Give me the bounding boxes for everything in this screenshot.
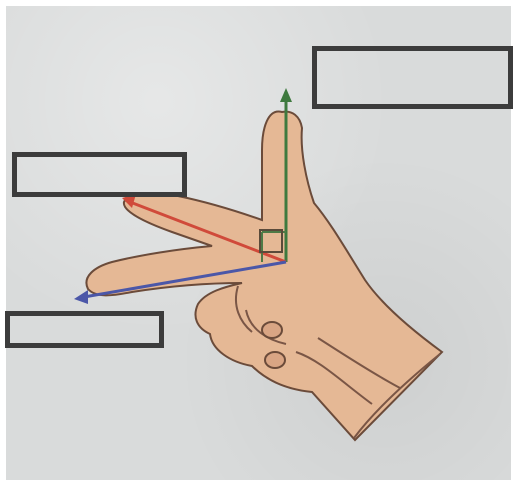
- label-box-left-lower[interactable]: [5, 311, 164, 348]
- thumb-arrow-head: [280, 88, 292, 102]
- middle-arrow-head: [74, 290, 88, 304]
- label-box-top-right[interactable]: [312, 46, 513, 109]
- fingernail-1: [262, 322, 282, 338]
- label-box-left-middle[interactable]: [12, 152, 187, 197]
- fingernail-2: [265, 352, 285, 368]
